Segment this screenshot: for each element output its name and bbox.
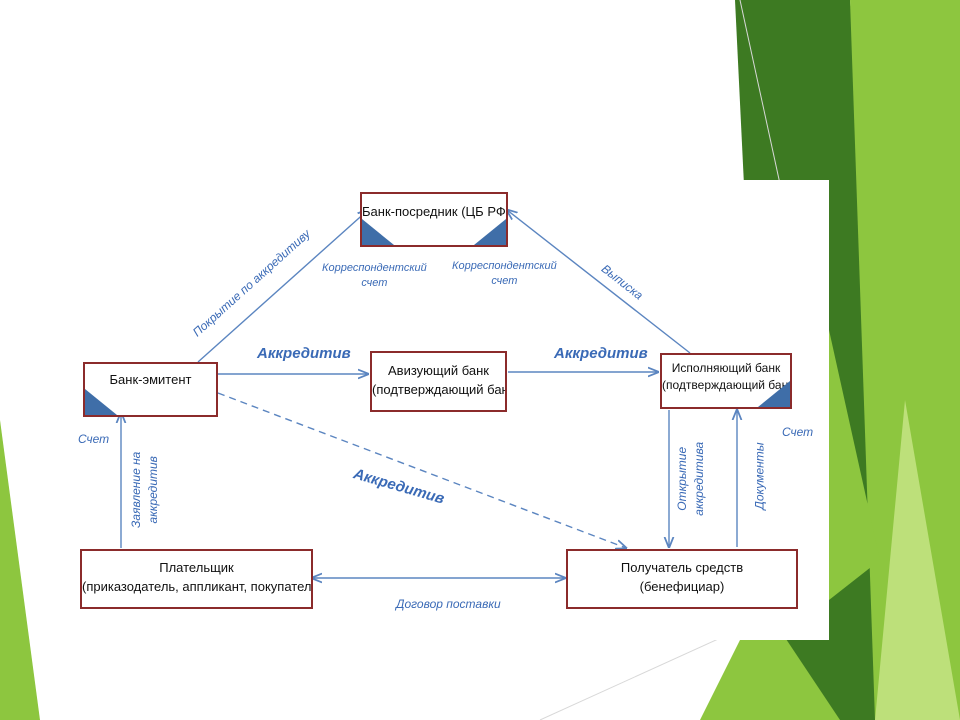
label-corr-left-line1: Корреспондентский: [322, 262, 427, 274]
node-intermediary-bank-label: Банк-посредник (ЦБ РФ): [362, 204, 508, 219]
node-payer-line2: (приказодатель, аппликант, покупатель): [82, 578, 313, 594]
label-corr-right-line2: счет: [491, 275, 518, 288]
label-corr-left-line2: счет: [361, 277, 388, 290]
label-accreditive-1: Аккредитив: [257, 345, 351, 362]
node-advising-bank-line2: (подтверждающий банк): [372, 381, 507, 397]
label-application-line1: Заявление на: [129, 451, 144, 528]
node-beneficiary-line1: Получатель средств: [620, 560, 744, 575]
node-issuer-bank-label: Банк-эмитент: [109, 372, 192, 387]
arrow-statement: [507, 210, 691, 354]
label-application-line2: аккредитив: [146, 456, 160, 524]
label-opening-line2: аккредитива: [692, 441, 706, 516]
label-documents: Документы: [752, 442, 767, 510]
node-advising-bank: Авизующий банк (подтверждающий банк): [370, 351, 507, 412]
label-corr-right-line1: Корреспондентский: [452, 260, 557, 272]
bg-right-lime-triangle: [829, 330, 880, 600]
node-payer-line1: Плательщик: [159, 560, 234, 575]
node-payer: Плательщик (приказодатель, аппликант, по…: [80, 549, 313, 609]
bg-bottom-lime-triangle: [700, 600, 840, 720]
label-application: Заявление на аккредитив: [128, 445, 162, 535]
node-executing-bank-line1: Исполняющий банк: [671, 361, 781, 375]
bg-light-lime-triangle: [875, 400, 960, 720]
label-account-left: Счет: [78, 432, 110, 446]
node-beneficiary-line2: (бенефициар): [639, 578, 725, 594]
node-issuer-bank: Банк-эмитент: [83, 362, 218, 417]
bg-lime-band: [850, 0, 960, 720]
node-intermediary-bank: Банк-посредник (ЦБ РФ): [360, 192, 508, 247]
node-beneficiary: Получатель средств (бенефициар): [566, 549, 798, 609]
label-supply-contract: Договор поставки: [396, 597, 501, 611]
label-account-right: Счет: [782, 425, 814, 439]
corner-triangle-left: [362, 219, 394, 245]
corner-triangle-right: [474, 219, 506, 245]
label-corr-account-left: Корреспондентский счет: [322, 261, 427, 292]
corner-triangle-right: [758, 381, 790, 407]
arrow-coverage: [197, 210, 368, 363]
label-corr-account-right: Корреспондентский счет: [452, 259, 557, 290]
node-executing-bank: Исполняющий банк (подтверждающий банк): [660, 353, 792, 409]
bg-left-lime-band: [0, 420, 40, 720]
arrow-issuer-to-beneficiary-dashed: [217, 392, 626, 548]
label-opening: Открытие аккредитива: [674, 434, 708, 524]
label-opening-line1: Открытие: [675, 446, 690, 511]
label-accreditive-2: Аккредитив: [554, 345, 648, 362]
node-advising-bank-line1: Авизующий банк: [388, 363, 489, 378]
corner-triangle-left: [85, 389, 117, 415]
